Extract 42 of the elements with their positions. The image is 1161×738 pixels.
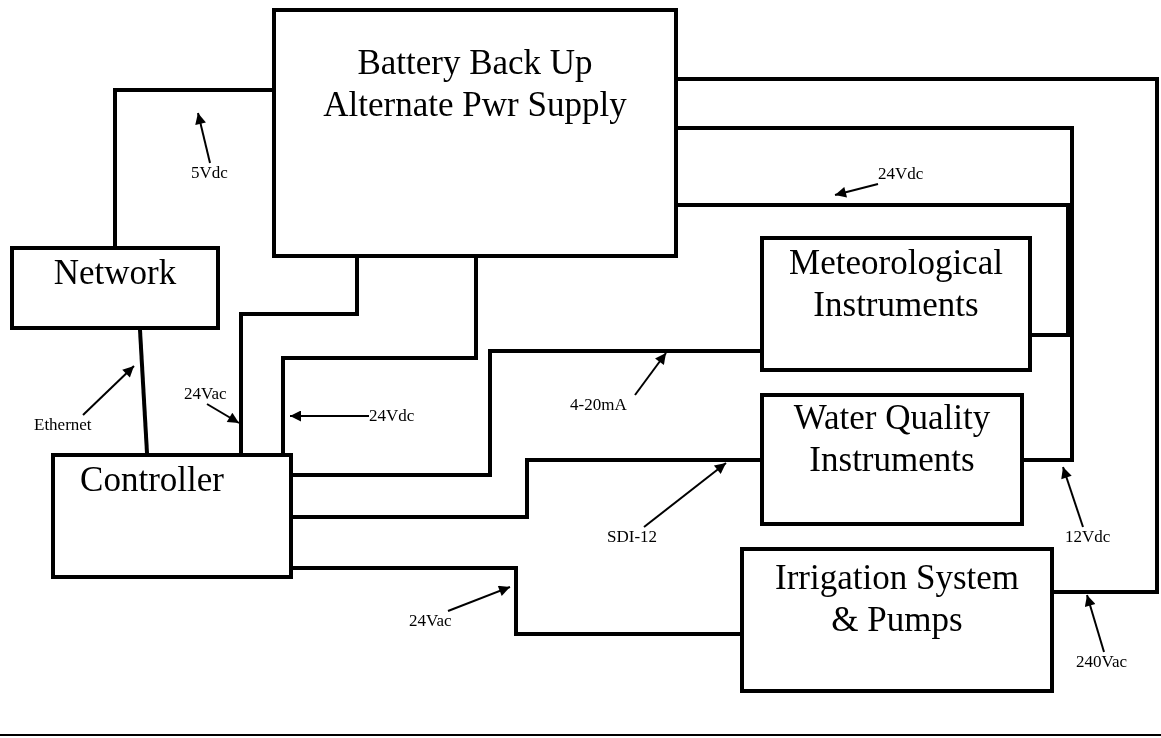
leader-line [634, 352, 667, 396]
box-label: Network [52, 252, 178, 294]
process-box [51, 453, 293, 579]
signal-label: 24Vdc [878, 164, 924, 184]
process-box [272, 8, 678, 258]
leader-line [289, 410, 370, 422]
box-label: Controller [79, 459, 225, 501]
connector-line [293, 458, 760, 519]
connector-line [678, 203, 1070, 337]
signal-label: 5Vdc [191, 163, 228, 183]
signal-label: Ethernet [34, 415, 92, 435]
leader-line [834, 183, 879, 198]
leader-line [1061, 466, 1084, 528]
connector-line [293, 349, 760, 477]
signal-label: 24Vdc [369, 406, 415, 426]
signal-label: 240Vac [1076, 652, 1127, 672]
connector-line [678, 126, 1074, 462]
box-label: Battery Back Up Alternate Pwr Supply [322, 42, 628, 126]
leader-line [82, 365, 135, 416]
signal-label: SDI-12 [607, 527, 658, 547]
signal-label: 4-20mA [570, 395, 627, 415]
leader-line [195, 112, 211, 164]
process-box [740, 547, 1054, 693]
connector-line [281, 258, 478, 453]
connector-line [293, 566, 740, 636]
signal-label: 12Vdc [1065, 527, 1111, 547]
leader-line [643, 462, 727, 528]
process-box [760, 393, 1024, 526]
box-label: Irrigation System & Pumps [774, 557, 1020, 641]
leader-line [1084, 594, 1105, 653]
connector-line [113, 88, 272, 246]
leader-line [206, 403, 240, 424]
signal-label: 24Vac [184, 384, 227, 404]
process-box [760, 236, 1032, 372]
connector-line [239, 258, 359, 453]
box-label: Meteorological Instruments [788, 242, 1004, 326]
leader-line [447, 585, 511, 612]
signal-label: 24Vac [409, 611, 452, 631]
connector-line [678, 77, 1159, 594]
box-label: Water Quality Instruments [792, 397, 992, 481]
process-box [10, 246, 220, 330]
connector-line [138, 329, 149, 454]
